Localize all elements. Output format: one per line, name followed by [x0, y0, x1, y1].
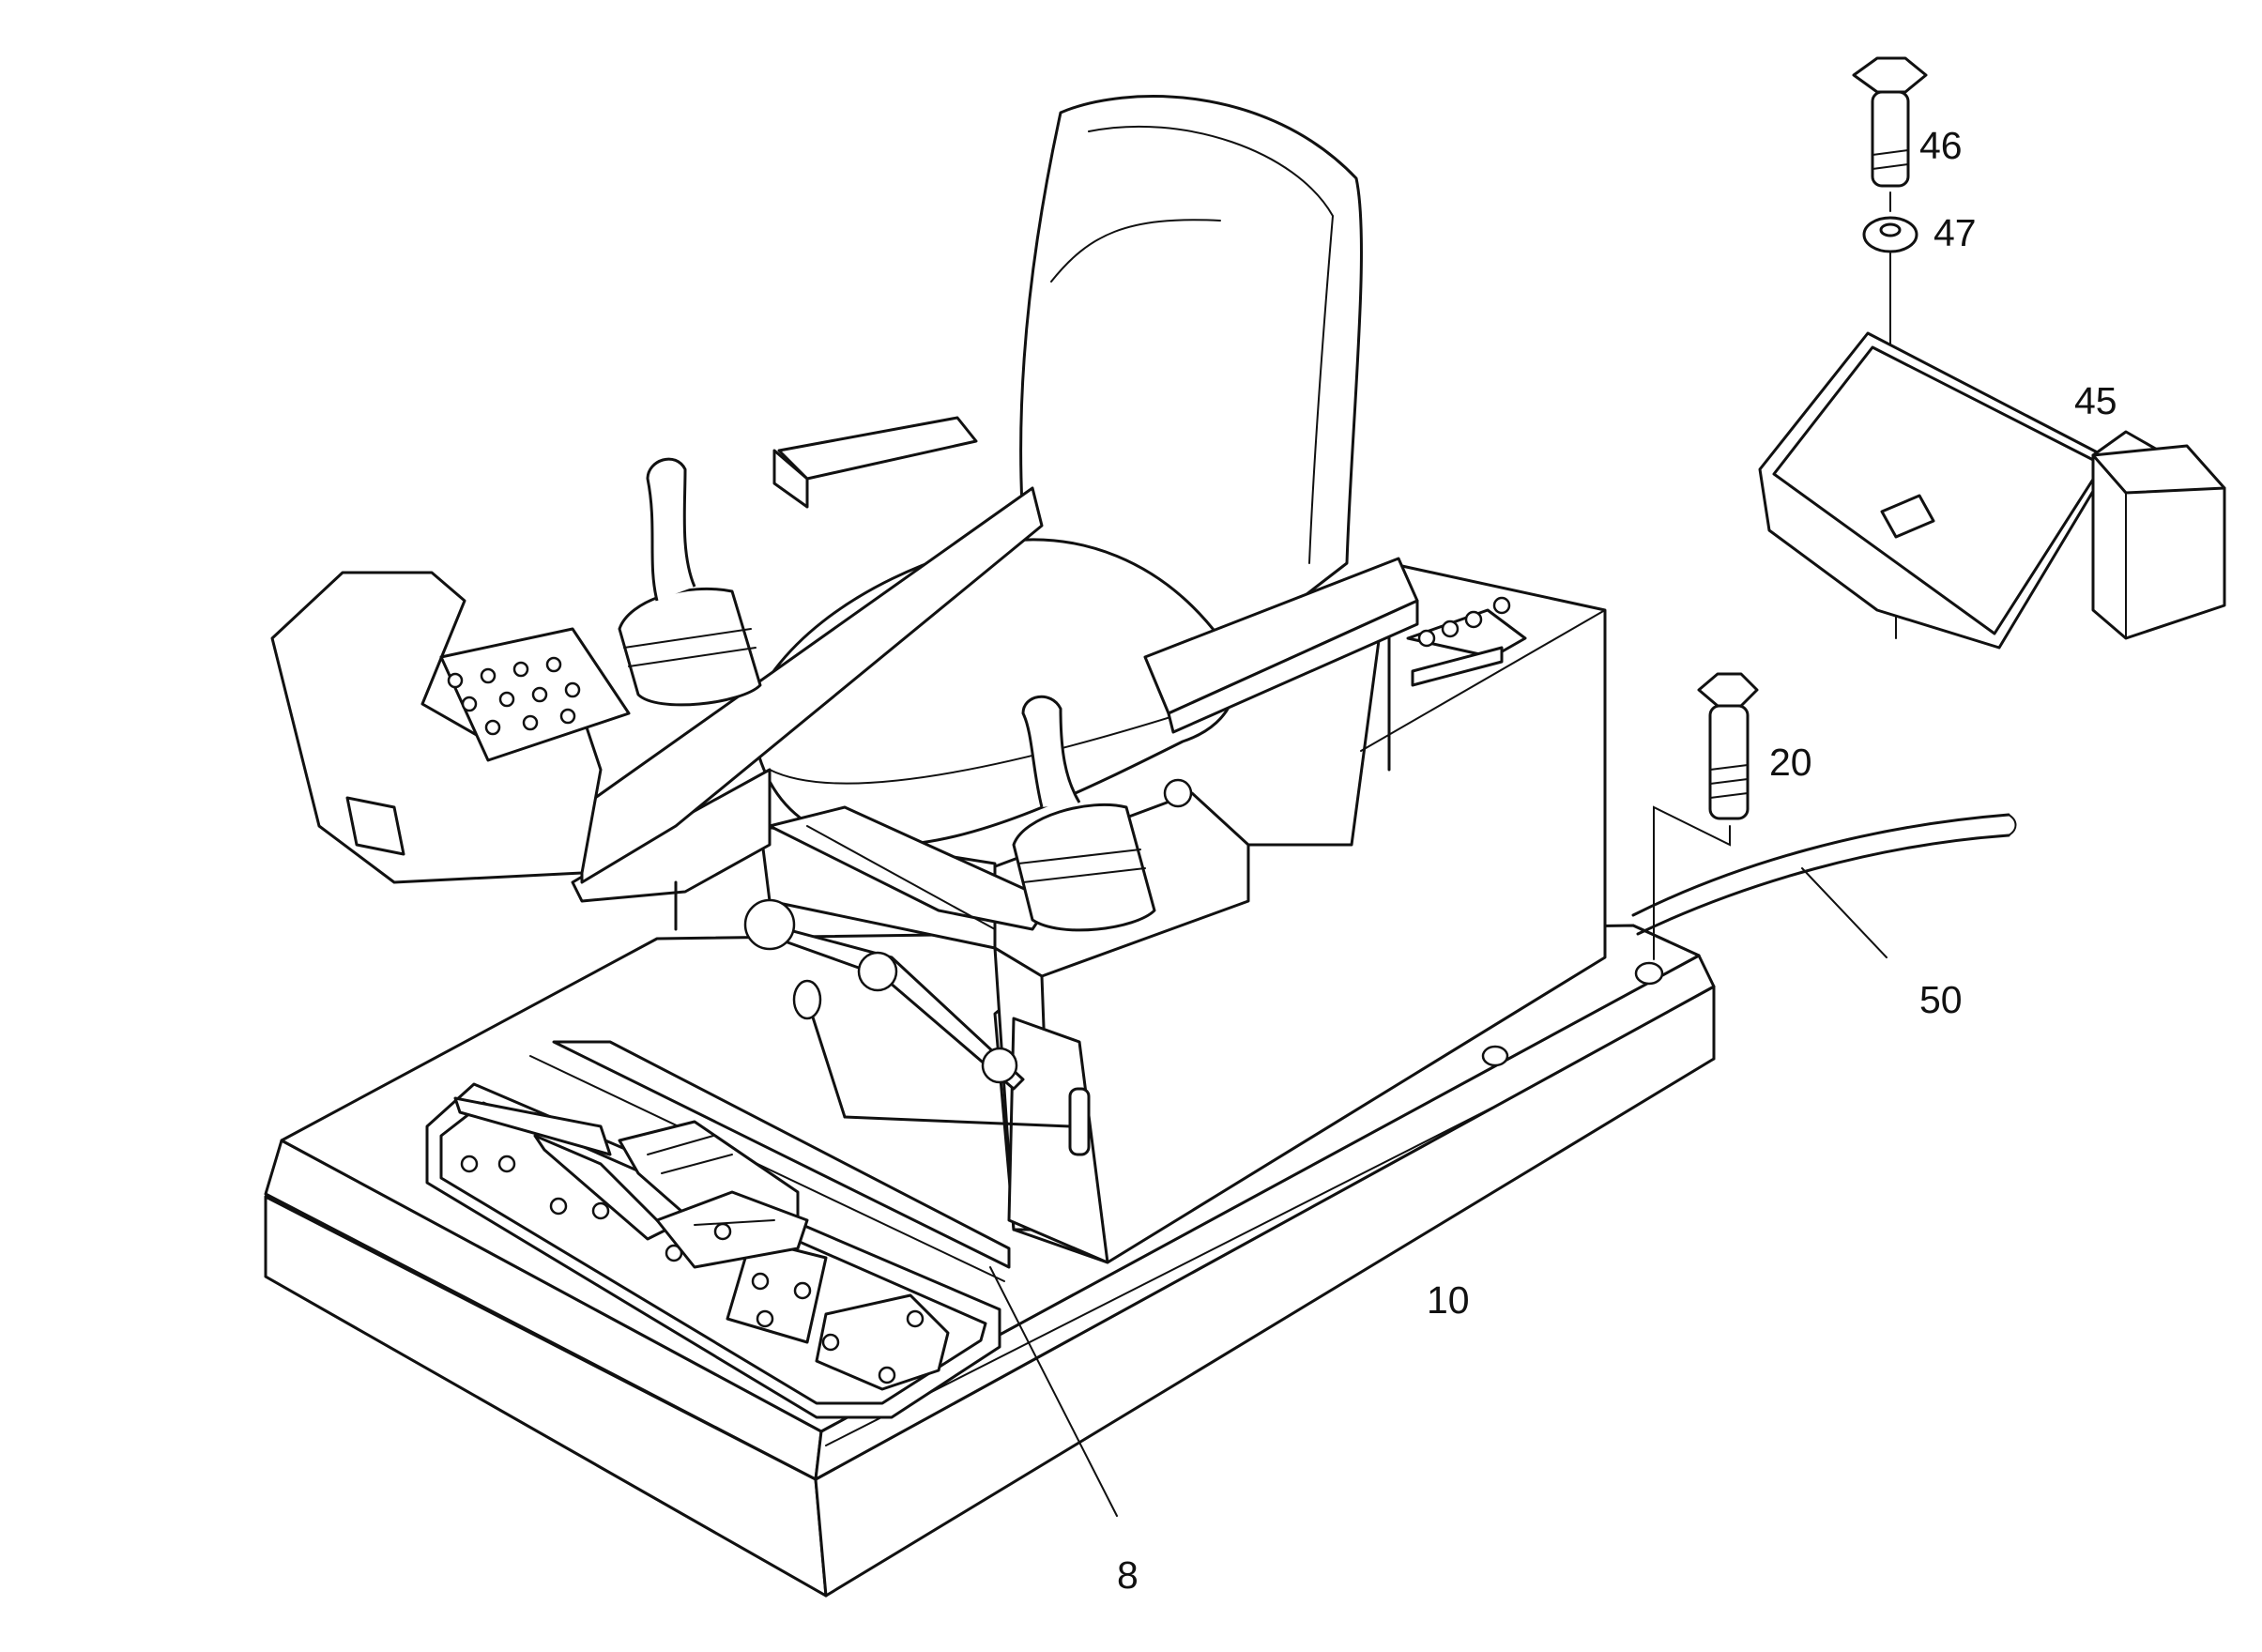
- callout-8: 8: [1117, 1553, 1139, 1597]
- callout-46: 46: [1919, 124, 1963, 167]
- base-platform: [264, 924, 1716, 1598]
- seat-linkage: [743, 898, 1072, 1128]
- joysticks: [618, 457, 1193, 932]
- pedal-strip: [529, 1040, 1011, 1282]
- callout-10: 10: [1427, 1278, 1470, 1322]
- leader-lines: [989, 867, 1888, 1517]
- callout-45: 45: [2074, 379, 2117, 422]
- cable: [1631, 813, 2017, 936]
- callout-20: 20: [1769, 741, 1812, 784]
- callout-50: 50: [1919, 978, 1963, 1021]
- mount-bolt: [1653, 672, 1759, 960]
- storage-tray: [1758, 331, 2226, 650]
- bolt-washer-set: [1852, 56, 1928, 639]
- pedals: [453, 1096, 809, 1269]
- callout-47: 47: [1933, 211, 1977, 254]
- left-console: [270, 486, 1044, 931]
